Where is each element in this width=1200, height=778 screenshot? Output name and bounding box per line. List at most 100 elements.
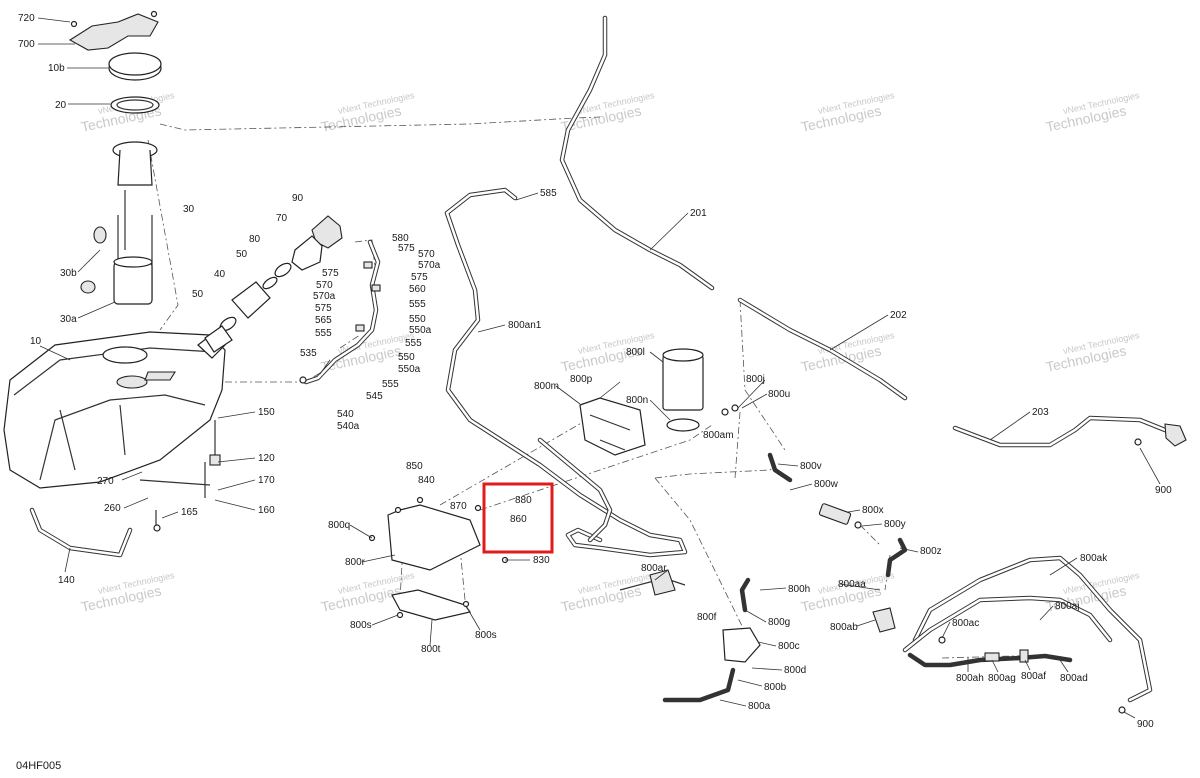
- hose-800h: [739, 577, 751, 613]
- callout-800aj: 800aj: [1055, 601, 1079, 612]
- hose-800v: [767, 452, 793, 483]
- line-800ad: [907, 652, 1073, 668]
- callout-800z: 800z: [920, 546, 942, 557]
- callout-800j: 800j: [746, 374, 765, 385]
- fitting: [731, 404, 739, 412]
- leader: [789, 483, 813, 491]
- leader: [757, 641, 777, 647]
- tank-contour: [39, 394, 206, 481]
- callout-570-b: 570: [316, 280, 333, 291]
- callout-840: 840: [418, 475, 435, 486]
- valve-detail: [589, 414, 631, 451]
- leader: [741, 393, 768, 409]
- line-800ak-inner: [913, 556, 1152, 702]
- callout-540a: 540a: [337, 421, 360, 432]
- callout-800s-right: 800s: [475, 630, 497, 641]
- leader: [847, 509, 861, 513]
- filter-800x: [818, 503, 852, 525]
- bolt: [396, 611, 404, 619]
- leader: [737, 679, 763, 687]
- tank-arrow: [144, 371, 176, 381]
- callout-800b: 800b: [764, 682, 787, 693]
- clip-800ac: [938, 636, 946, 644]
- connector: [649, 569, 676, 596]
- leader: [361, 554, 396, 563]
- leader: [77, 301, 116, 319]
- hose-800a: [662, 667, 736, 703]
- fitting: [355, 324, 365, 332]
- callout-800ac: 800ac: [952, 618, 979, 629]
- clamp: [274, 262, 292, 278]
- callout-800am: 800am: [703, 430, 734, 441]
- callout-800f: 800f: [697, 612, 717, 623]
- bolt: [150, 10, 158, 18]
- leader: [371, 614, 399, 626]
- callout-800p: 800p: [570, 374, 593, 385]
- tank-body: [3, 331, 226, 489]
- callout-575-b: 575: [322, 268, 339, 279]
- filler-hose: [231, 281, 271, 319]
- callout-580: 580: [392, 233, 409, 244]
- callout-800t: 800t: [421, 644, 441, 655]
- callout-800m: 800m: [534, 381, 559, 392]
- callout-800l: 800l: [626, 347, 645, 358]
- watermark: vNext Technologies Technologies: [799, 90, 895, 135]
- callout-800af: 800af: [1021, 671, 1046, 682]
- callout-800y: 800y: [884, 519, 906, 530]
- callout-800ag: 800ag: [988, 673, 1016, 684]
- diagram-code: 04HF005: [16, 760, 61, 772]
- leader-lines: [37, 17, 1161, 719]
- watermark: vNext Technologies Technologies: [799, 570, 895, 615]
- callout-800q: 800q: [328, 520, 350, 531]
- callout-800s-left: 800s: [350, 620, 372, 631]
- highlight-box: [482, 482, 554, 554]
- callout-900-upper: 900: [1155, 485, 1172, 496]
- leader: [349, 524, 373, 539]
- leader: [899, 547, 919, 553]
- leader: [1049, 557, 1078, 576]
- callout-20: 20: [55, 100, 67, 111]
- cap: [299, 376, 307, 384]
- watermark: vNext Technologies Technologies: [559, 570, 655, 615]
- callout-270: 270: [97, 476, 114, 487]
- callout-570-a: 570: [418, 249, 435, 260]
- leader: [1059, 659, 1069, 673]
- filler-neck: [291, 235, 323, 271]
- valve-block: [579, 397, 646, 456]
- assembly-line: [739, 299, 786, 451]
- pump-body-top: [113, 256, 153, 268]
- callout-550a-b: 550a: [398, 364, 421, 375]
- assembly-lines: [147, 116, 1051, 659]
- bolt: [416, 496, 424, 504]
- plate-800r: [387, 504, 481, 571]
- watermark: vNext Technologies Technologies: [1044, 90, 1140, 135]
- fitting: [371, 284, 381, 292]
- filler-parts: [204, 215, 343, 353]
- callout-90: 90: [292, 193, 304, 204]
- callout-570a-b: 570a: [313, 291, 336, 302]
- assembly-line: [479, 424, 713, 511]
- callout-30b: 30b: [60, 268, 77, 279]
- clamp: [854, 521, 862, 529]
- callout-170: 170: [258, 475, 275, 486]
- callout-850: 850: [406, 461, 423, 472]
- callout-550a: 550a: [409, 325, 432, 336]
- callout-30a: 30a: [60, 314, 77, 325]
- assembly-line: [654, 465, 776, 479]
- leader: [1024, 659, 1031, 671]
- fitting: [363, 261, 373, 269]
- leader: [121, 471, 143, 481]
- callout-535: 535: [300, 348, 317, 359]
- pump-head: [117, 149, 153, 186]
- callout-880: 880: [515, 495, 532, 506]
- callout-80: 80: [249, 234, 261, 245]
- callout-870: 870: [450, 501, 467, 512]
- callout-555-d: 555: [382, 379, 399, 390]
- callout-260: 260: [104, 503, 121, 514]
- leader: [319, 359, 331, 375]
- callout-800v: 800v: [800, 461, 822, 472]
- clamp-800af: [1019, 649, 1029, 663]
- callout-800r: 800r: [345, 557, 366, 568]
- assembly-line: [354, 239, 376, 269]
- leader: [39, 345, 71, 361]
